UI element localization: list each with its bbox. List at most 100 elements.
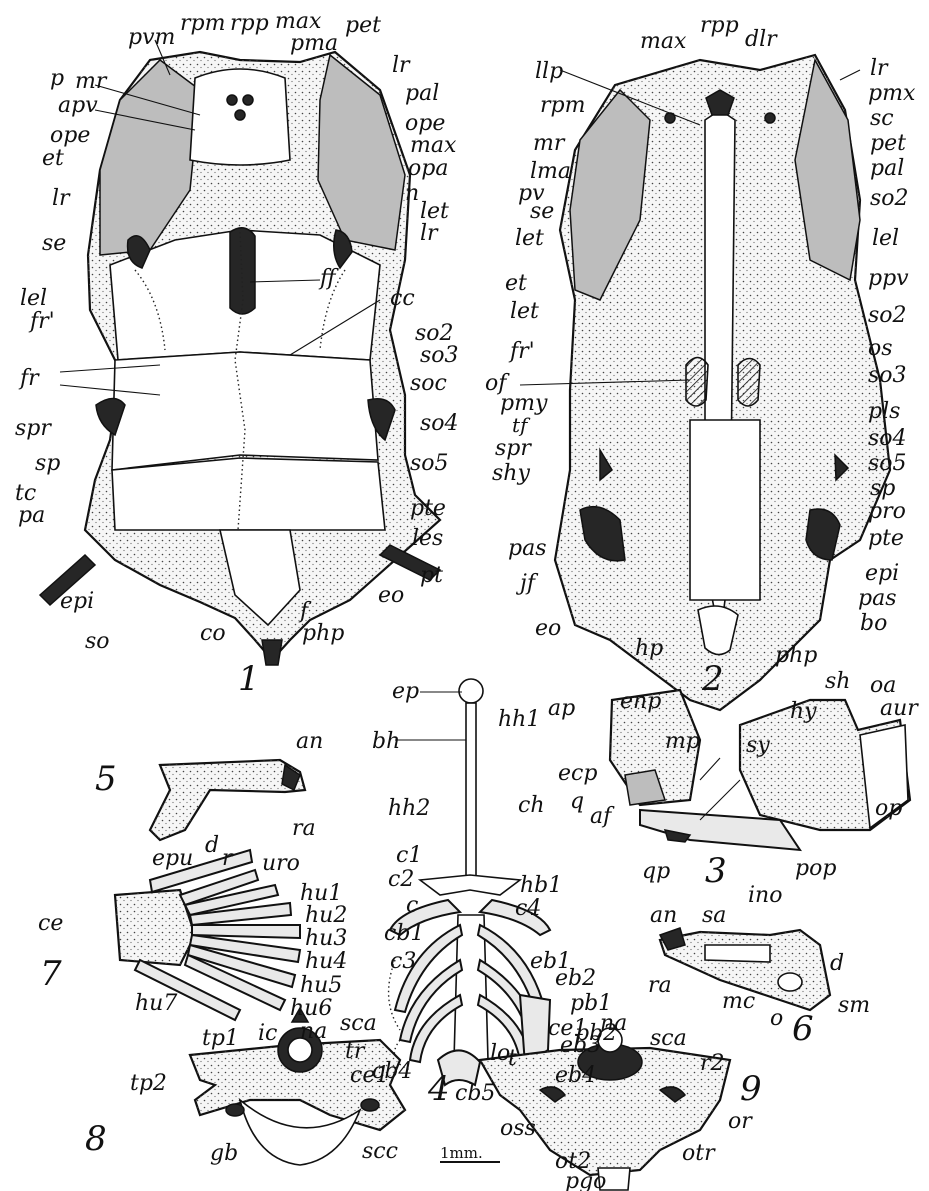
- figure-9-number: 9: [740, 1069, 762, 1109]
- label-fig6-sm: sm: [838, 993, 870, 1018]
- label-fig3-qp: qp: [642, 859, 670, 884]
- label-fig4-ch: ch: [518, 793, 545, 818]
- figure-4-number: 4: [427, 1069, 450, 1109]
- label-fig1-pal: pal: [405, 81, 439, 106]
- label-fig1-eo: eo: [378, 583, 404, 608]
- label-fig8-ce1: ce1: [350, 1063, 389, 1088]
- label-fig6-ra: ra: [648, 973, 672, 998]
- label-fig1-pvm: pvm: [128, 25, 175, 50]
- label-fig3-ecp: ecp: [558, 761, 597, 786]
- label-fig1-fr-prime: fr': [28, 309, 55, 334]
- label-fig2-lr: lr: [870, 56, 889, 81]
- label-fig9-na: na: [600, 1011, 627, 1036]
- label-fig3-hy: hy: [790, 699, 817, 724]
- label-fig3-op: op: [875, 796, 902, 821]
- label-fig2-shy: shy: [492, 461, 530, 486]
- label-fig4-c1: c1: [396, 843, 422, 868]
- label-fig2-pet: pet: [870, 131, 906, 156]
- label-fig6-mc: mc: [722, 989, 755, 1014]
- label-fig1-so3: so3: [420, 343, 459, 368]
- label-fig1-lr-top: lr: [392, 53, 411, 78]
- label-fig2-tf: tf: [512, 413, 531, 437]
- label-fig1-pet: pet: [345, 13, 381, 38]
- figure-5-lower-jaw: [150, 760, 305, 840]
- label-fig1-rpp: rpp: [230, 11, 269, 36]
- label-fig8-ic: ic: [258, 1021, 277, 1046]
- label-fig4-hh1: hh1: [498, 707, 540, 732]
- label-fig2-php: php: [775, 643, 817, 668]
- label-fig2-eo: eo: [535, 616, 561, 641]
- label-fig2-ppv: ppv: [868, 266, 909, 291]
- label-fig6-d: d: [830, 951, 844, 976]
- figure-1-number: 1: [238, 659, 260, 699]
- label-fig3-sy: sy: [746, 733, 770, 758]
- label-fig4-c: c: [406, 893, 418, 918]
- label-fig4-bh: bh: [372, 729, 400, 754]
- label-fig1-lel: lel: [20, 286, 47, 311]
- label-fig8-sca: sca: [340, 1011, 377, 1036]
- label-fig2-et: et: [505, 271, 527, 296]
- label-fig1-rpm: rpm: [180, 11, 225, 36]
- label-fig7-epu: epu: [152, 846, 193, 871]
- label-fig1-cc: cc: [390, 286, 415, 311]
- label-fig1-se: se: [42, 231, 66, 256]
- label-fig2-sp: sp: [870, 476, 895, 501]
- label-fig1-lr-right: lr: [420, 221, 439, 246]
- label-fig8-tr: tr: [345, 1039, 366, 1064]
- label-fig2-let-2: let: [510, 299, 539, 324]
- label-fig4-hh2: hh2: [388, 796, 430, 821]
- label-fig2-rpp: rpp: [700, 13, 739, 38]
- label-fig7-hu6: hu6: [290, 996, 332, 1021]
- label-fig1-so: so: [85, 629, 110, 654]
- label-fig1-fr: fr: [18, 366, 40, 391]
- label-fig2-fr-prime: fr': [508, 339, 535, 364]
- label-fig2-spr: spr: [495, 436, 532, 461]
- label-fig1-pte: pte: [410, 496, 446, 521]
- label-fig2-pas-right: pas: [858, 586, 897, 611]
- label-fig2-epi: epi: [865, 561, 899, 586]
- label-fig5-an: an: [296, 729, 323, 754]
- label-fig2-llp: llp: [535, 59, 563, 84]
- label-fig7-hu7: hu7: [135, 991, 177, 1016]
- label-fig1-les: les: [412, 526, 443, 551]
- label-fig2-so5: so5: [868, 451, 907, 476]
- figure-3-number: 3: [705, 851, 727, 891]
- label-fig1-pma: pma: [290, 31, 338, 56]
- figure-1-skull-dorsal: [40, 52, 440, 665]
- label-fig4-cb5: cb5: [455, 1081, 495, 1106]
- label-fig2-jf: jf: [515, 571, 539, 596]
- label-fig9-lo: lo: [490, 1041, 510, 1066]
- label-fig6-o: o: [770, 1006, 783, 1031]
- label-fig2-pas: pas: [508, 536, 547, 561]
- label-fig4-eb2: eb2: [555, 966, 596, 991]
- label-fig3-q: q: [570, 789, 584, 814]
- label-fig4-cb1: cb1: [384, 921, 424, 946]
- label-fig4-c4: c4: [515, 896, 541, 921]
- label-fig2-os: os: [868, 336, 893, 361]
- label-fig9-or: or: [728, 1109, 753, 1134]
- figure-2-number: 2: [701, 659, 724, 699]
- label-fig4-ep: ep: [392, 679, 419, 704]
- label-fig2-pmx: pmx: [868, 81, 916, 106]
- label-fig2-bo: bo: [860, 611, 887, 636]
- label-fig3-oa: oa: [870, 673, 896, 698]
- label-fig1-max-right: max: [410, 133, 457, 158]
- label-fig2-let: let: [515, 226, 544, 251]
- label-fig4-c2: c2: [388, 867, 414, 892]
- label-fig3-enp: enp: [620, 689, 661, 714]
- label-fig2-pls: pls: [868, 399, 900, 424]
- label-fig2-pal: pal: [870, 156, 904, 181]
- label-fig2-se: se: [530, 199, 554, 224]
- label-fig9-r2: r2: [700, 1051, 725, 1076]
- figure-5-number: 5: [95, 759, 117, 799]
- label-fig4-c3: c3: [390, 949, 416, 974]
- label-fig7-hu4: hu4: [305, 949, 347, 974]
- label-fig1-pa: pa: [18, 503, 45, 528]
- label-fig2-so4: so4: [868, 426, 907, 451]
- label-fig8-na: na: [300, 1019, 327, 1044]
- label-fig3-af: af: [590, 804, 615, 829]
- label-fig7-hu2: hu2: [305, 903, 347, 928]
- label-fig5-d: d: [205, 833, 219, 858]
- label-fig6-an: an: [650, 903, 677, 928]
